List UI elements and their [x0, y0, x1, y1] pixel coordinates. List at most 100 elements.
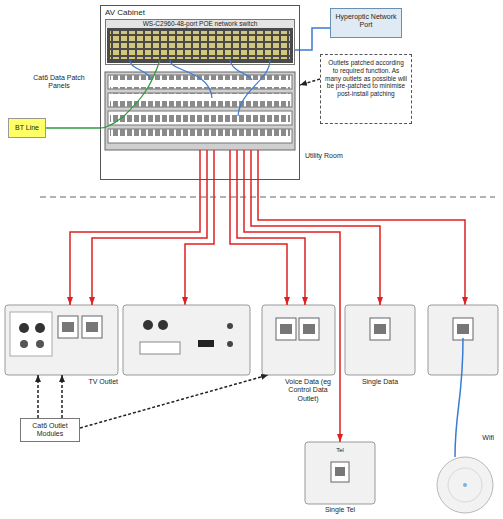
connector — [300, 79, 320, 85]
tv-outlet-plate: TV Outlet — [5, 305, 118, 375]
patch-cord — [100, 60, 160, 128]
node-label: TV Outlet — [5, 378, 118, 386]
node-label: Outlets patched according to required fu… — [321, 59, 411, 98]
wall-plate-part — [280, 324, 292, 334]
note-box: Outlets patched according to required fu… — [320, 54, 412, 124]
patch-cord-part — [257, 150, 259, 180]
patch-panel — [105, 72, 295, 150]
switch-body-part — [110, 31, 290, 59]
patch-cord-part — [170, 60, 212, 98]
patch-cord-part — [124, 60, 160, 116]
wall-plate-part — [345, 305, 415, 375]
av-wall-plate-part — [123, 305, 250, 375]
patch-cord-part — [236, 150, 238, 180]
patch-panel-part — [110, 129, 290, 143]
node-label: Voice Data (eg Control Data Outlet) — [282, 378, 334, 403]
patch-panel-part — [108, 75, 292, 89]
node-label: Hyperoptic Network Port — [331, 13, 401, 30]
wall-plate-part — [86, 322, 98, 332]
wall-plate-part — [335, 467, 345, 476]
patch-panel-part — [108, 129, 292, 143]
label-holder: Utility Room — [305, 152, 365, 160]
connector — [251, 180, 380, 305]
wall-plate-part — [457, 324, 469, 334]
patch-cord-part — [213, 150, 215, 180]
connector — [61, 375, 63, 418]
patch-cord-part — [130, 60, 150, 80]
label-holder: Cat6 Data Patch Panels — [26, 74, 92, 91]
area-label: Utility Room — [305, 152, 365, 160]
network-switch: WS-C2960-48-port POE network switch — [105, 19, 295, 65]
single-tel-plate: TelSingle Tel — [305, 442, 375, 504]
patch-panel-part — [108, 93, 292, 107]
patch-cord-part — [243, 150, 245, 180]
patch-cord-part — [206, 150, 208, 180]
connector — [295, 28, 330, 50]
wall-plate-part — [58, 316, 78, 338]
wall-plate-part — [276, 318, 296, 340]
connector — [244, 180, 340, 442]
wall-plate-part — [62, 322, 74, 332]
wall-plate-part — [36, 340, 44, 348]
wall-plate-part — [303, 324, 315, 334]
patch-cord-part — [229, 150, 231, 180]
av-wall-plate — [123, 305, 250, 375]
wifi-access-point: Wifi — [428, 428, 500, 516]
wall-plate-part — [82, 316, 102, 338]
wall-plate — [305, 442, 375, 504]
connector — [237, 180, 305, 305]
node-label: AV Cabinet — [101, 8, 299, 18]
patch-cord — [130, 60, 270, 116]
patch-cord-part — [238, 60, 270, 116]
wall-plate-part — [453, 318, 473, 340]
wall-plate-part — [299, 318, 319, 340]
av-wall-plate-part — [198, 340, 214, 347]
patch-lead — [455, 338, 463, 457]
room-divider — [40, 196, 495, 198]
connector — [70, 180, 200, 305]
wall-plate-part — [374, 324, 386, 334]
network-port-box: Hyperoptic Network Port — [330, 8, 402, 38]
patch-cord-part — [230, 60, 252, 80]
connector — [92, 180, 207, 305]
node-caption: Single Tel — [305, 506, 375, 514]
access-point-outline — [428, 428, 500, 516]
wall-plate — [345, 305, 415, 375]
switch-body-part — [107, 28, 293, 63]
access-point-ring — [448, 468, 482, 502]
patch-panel-part — [110, 93, 290, 107]
node-label: Tel — [305, 447, 375, 454]
area-label: Cat6 Data Patch Panels — [26, 74, 92, 91]
patch-cord-part — [250, 150, 252, 180]
patch-cord-part — [100, 116, 124, 128]
node-label: Cat6 Outlet Modules — [21, 422, 79, 439]
wall-plate — [262, 305, 335, 375]
node-label: Wifi — [428, 434, 500, 442]
av-wall-plate-part — [140, 342, 180, 354]
wall-plate-part — [370, 318, 390, 340]
wall-plate-part — [305, 442, 375, 504]
single-data-plate: Single Data — [345, 305, 415, 375]
wall-plate-part — [5, 305, 118, 375]
node-label: BT Line — [9, 124, 45, 132]
connector — [37, 375, 39, 418]
patch-cord-part — [199, 150, 201, 180]
wall-plate-part — [19, 323, 29, 333]
connector — [230, 180, 287, 305]
wall-plate-part — [35, 323, 45, 333]
patch-panel-part — [105, 72, 295, 150]
cable-run-part — [258, 180, 465, 305]
bt-line-box: BT Line — [8, 118, 46, 138]
patch-cord — [200, 150, 258, 180]
wall-plate — [5, 305, 118, 375]
wall-plate-part — [20, 340, 28, 348]
access-point-body — [437, 457, 493, 513]
cable-run — [185, 180, 465, 305]
av-wall-plate-part — [158, 320, 168, 330]
node-label: WS-C2960-48-port POE network switch — [106, 20, 294, 28]
av-wall-plate-part — [227, 323, 233, 329]
patch-panel-part — [108, 111, 292, 125]
status-led — [463, 483, 467, 487]
patch-panel-part — [110, 111, 290, 125]
